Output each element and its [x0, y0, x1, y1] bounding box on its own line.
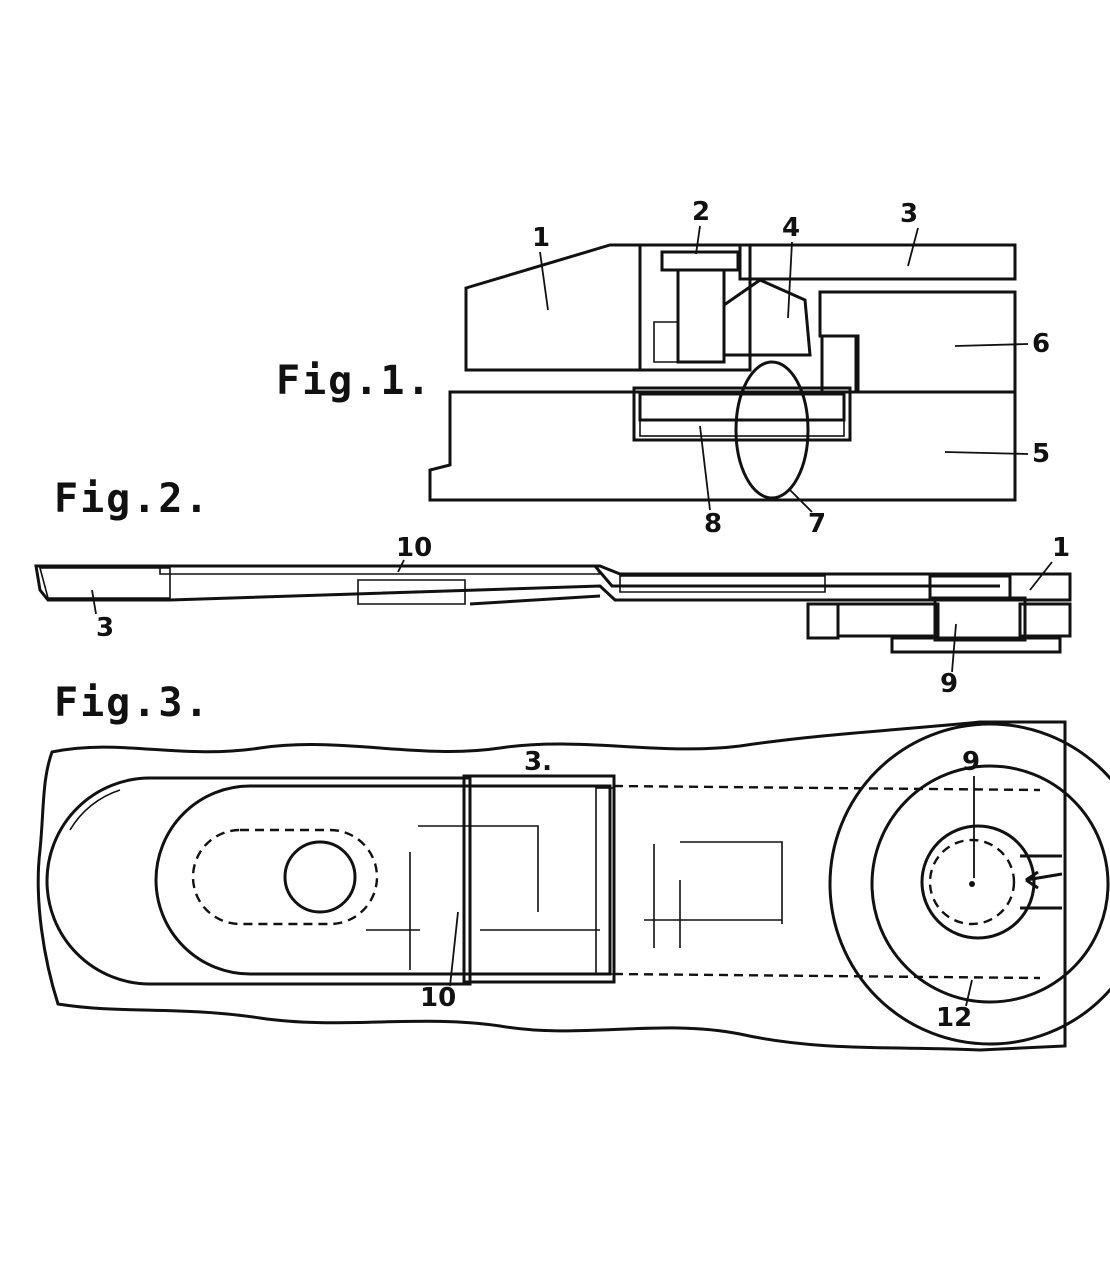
bolt-head	[660, 250, 740, 272]
fig3-shaft-9-inner	[928, 838, 1016, 926]
fig1-label-1: 1	[532, 223, 550, 253]
fig2-lower-block	[836, 602, 940, 638]
figure-3: Fig.3. 3. 9 10 12	[36, 680, 1110, 1052]
fig3-title: Fig.3.	[54, 680, 211, 726]
fig2-leader-1	[1029, 561, 1053, 591]
fig3-leader-12	[965, 979, 973, 1007]
fig3-break-outline	[36, 720, 1067, 1052]
fig3-outer-arc-detail	[69, 789, 121, 831]
fig3-label-9: 9	[962, 747, 980, 777]
part-5-base	[428, 390, 1017, 502]
part-7-roller	[734, 360, 810, 500]
fig3-spring-plate	[154, 784, 612, 976]
figure-1: Fig.1. 1 2 4 3 6 5 8	[276, 197, 1050, 539]
housing-hatch-left	[653, 321, 679, 363]
fig2-top-right	[928, 574, 1012, 600]
fig2-label-3: 3	[96, 613, 114, 643]
pin-8	[638, 392, 846, 422]
part-1-block	[464, 243, 642, 372]
fig1-title: Fig.1.	[276, 358, 433, 404]
fig2-label-9: 9	[940, 669, 958, 699]
pin-8-shaft	[639, 419, 845, 437]
fig3-outer-slot	[45, 776, 472, 986]
spring-10-hatch	[159, 565, 602, 575]
fig1-leader-2	[695, 225, 701, 255]
bolt-shank	[676, 268, 726, 364]
fig1-leader-4	[787, 241, 793, 319]
strip-3-hatch-left	[38, 567, 171, 599]
fig1-label-5: 5	[1032, 439, 1050, 469]
fig3-cover-strip	[462, 774, 616, 984]
fig3-inner-dashed-slot	[191, 828, 379, 926]
spring-10	[160, 564, 1000, 588]
fig1-leader-3	[907, 227, 919, 267]
fig1-label-2: 2	[692, 197, 710, 227]
fig3-shaft-9-outer	[920, 824, 1036, 940]
part-4-wedge	[722, 278, 812, 357]
fig3-arrow	[1025, 870, 1063, 890]
fig1-leader-7	[789, 489, 813, 513]
fig1-label-3: 3	[900, 199, 918, 229]
fig2-label-1: 1	[1052, 533, 1070, 563]
fig3-dashed-top	[613, 784, 1041, 792]
fig1-label-6: 6	[1032, 329, 1050, 359]
fig3-cover-edge	[595, 787, 615, 975]
figure-2: Fig.2. 3 10 1 9	[34, 476, 1072, 699]
fig3-leader-10	[449, 911, 459, 987]
fig1-leader-6	[954, 343, 1029, 347]
fig3-shaft-center	[969, 881, 975, 887]
fig1-label-7: 7	[808, 509, 826, 539]
fig3-construction-lines	[366, 825, 783, 970]
fig2-leader-3	[91, 589, 97, 615]
strip-3-hatch-mid	[357, 579, 466, 605]
fig2-lower-right	[1018, 602, 1072, 638]
strip-lower-line	[469, 594, 601, 606]
fig1-leader-1	[539, 251, 549, 311]
fig3-label-10: 10	[420, 983, 456, 1013]
base-pocket	[632, 386, 852, 442]
fig2-label-10: 10	[396, 533, 432, 563]
fig3-disk-outer	[828, 722, 1110, 1046]
fig3-key	[1020, 854, 1062, 910]
fig3-label-12: 12	[936, 1003, 972, 1033]
fig1-leader-5	[944, 451, 1029, 455]
fig2-lower-block-left	[806, 602, 840, 640]
fig3-dashed-bottom	[613, 972, 1041, 980]
fig1-label-8: 8	[704, 509, 722, 539]
part-3-plate	[738, 243, 1017, 281]
fig3-hole	[283, 840, 357, 914]
fig2-title: Fig.2.	[54, 476, 211, 522]
fig3-disk-inner	[870, 764, 1110, 1004]
fig1-leader-8	[699, 425, 711, 511]
bolt-housing	[638, 243, 752, 372]
part-6-block	[818, 290, 1017, 394]
gap-block	[820, 334, 858, 394]
shaft-9	[933, 596, 1027, 642]
fig2-leader-9	[951, 623, 957, 673]
shaft-9-flange	[890, 636, 1062, 654]
fig2-leader-10	[397, 559, 405, 573]
strip-3-hatch-right	[619, 575, 826, 593]
fig3-label-3: 3.	[524, 747, 552, 777]
strip-3	[34, 564, 1072, 602]
fig1-label-4: 4	[782, 213, 800, 243]
